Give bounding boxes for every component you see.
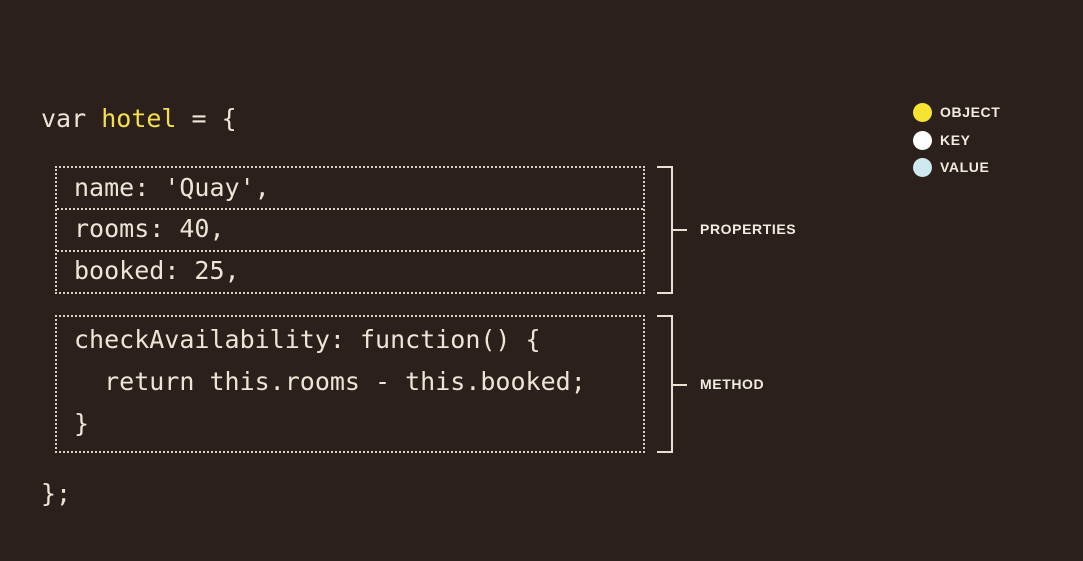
property-line-booked: booked: 25, [74, 256, 240, 285]
property-value: 40, [179, 214, 225, 243]
open-brace: = { [176, 104, 237, 133]
properties-box [55, 166, 645, 294]
method-box [55, 315, 645, 453]
properties-bracket-tick [673, 229, 687, 231]
property-divider [57, 250, 643, 252]
var-keyword: var [41, 104, 87, 133]
method-bracket-tick [673, 384, 687, 386]
property-line-rooms: rooms: 40, [74, 214, 225, 243]
legend-item-object: OBJECT [913, 102, 1000, 122]
property-value: 'Quay', [164, 173, 270, 202]
method-label: METHOD [700, 376, 765, 392]
property-divider [57, 208, 643, 210]
property-key: booked [74, 256, 165, 285]
object-dot-icon [913, 102, 932, 122]
legend-label: VALUE [940, 159, 990, 175]
property-key: name [74, 173, 135, 202]
code-open-line: var hotel = { [41, 104, 237, 134]
legend-item-value: VALUE [913, 157, 989, 177]
legend-item-key: KEY [913, 130, 971, 150]
code-close-line: }; [41, 479, 72, 508]
property-line-name: name: 'Quay', [74, 173, 270, 202]
legend-label: KEY [940, 132, 971, 148]
property-value: 25, [194, 256, 240, 285]
value-dot-icon [913, 157, 932, 177]
key-dot-icon [913, 130, 932, 150]
method-line-3: } [74, 409, 90, 438]
method-line-2: return this.rooms - this.booked; [74, 367, 586, 396]
method-line-1: checkAvailability: function() { [74, 325, 541, 354]
legend-label: OBJECT [940, 104, 1001, 120]
properties-bracket [657, 166, 673, 294]
properties-label: PROPERTIES [700, 221, 797, 237]
property-key: rooms [74, 214, 150, 243]
object-name: hotel [101, 104, 177, 133]
method-bracket [657, 315, 673, 453]
